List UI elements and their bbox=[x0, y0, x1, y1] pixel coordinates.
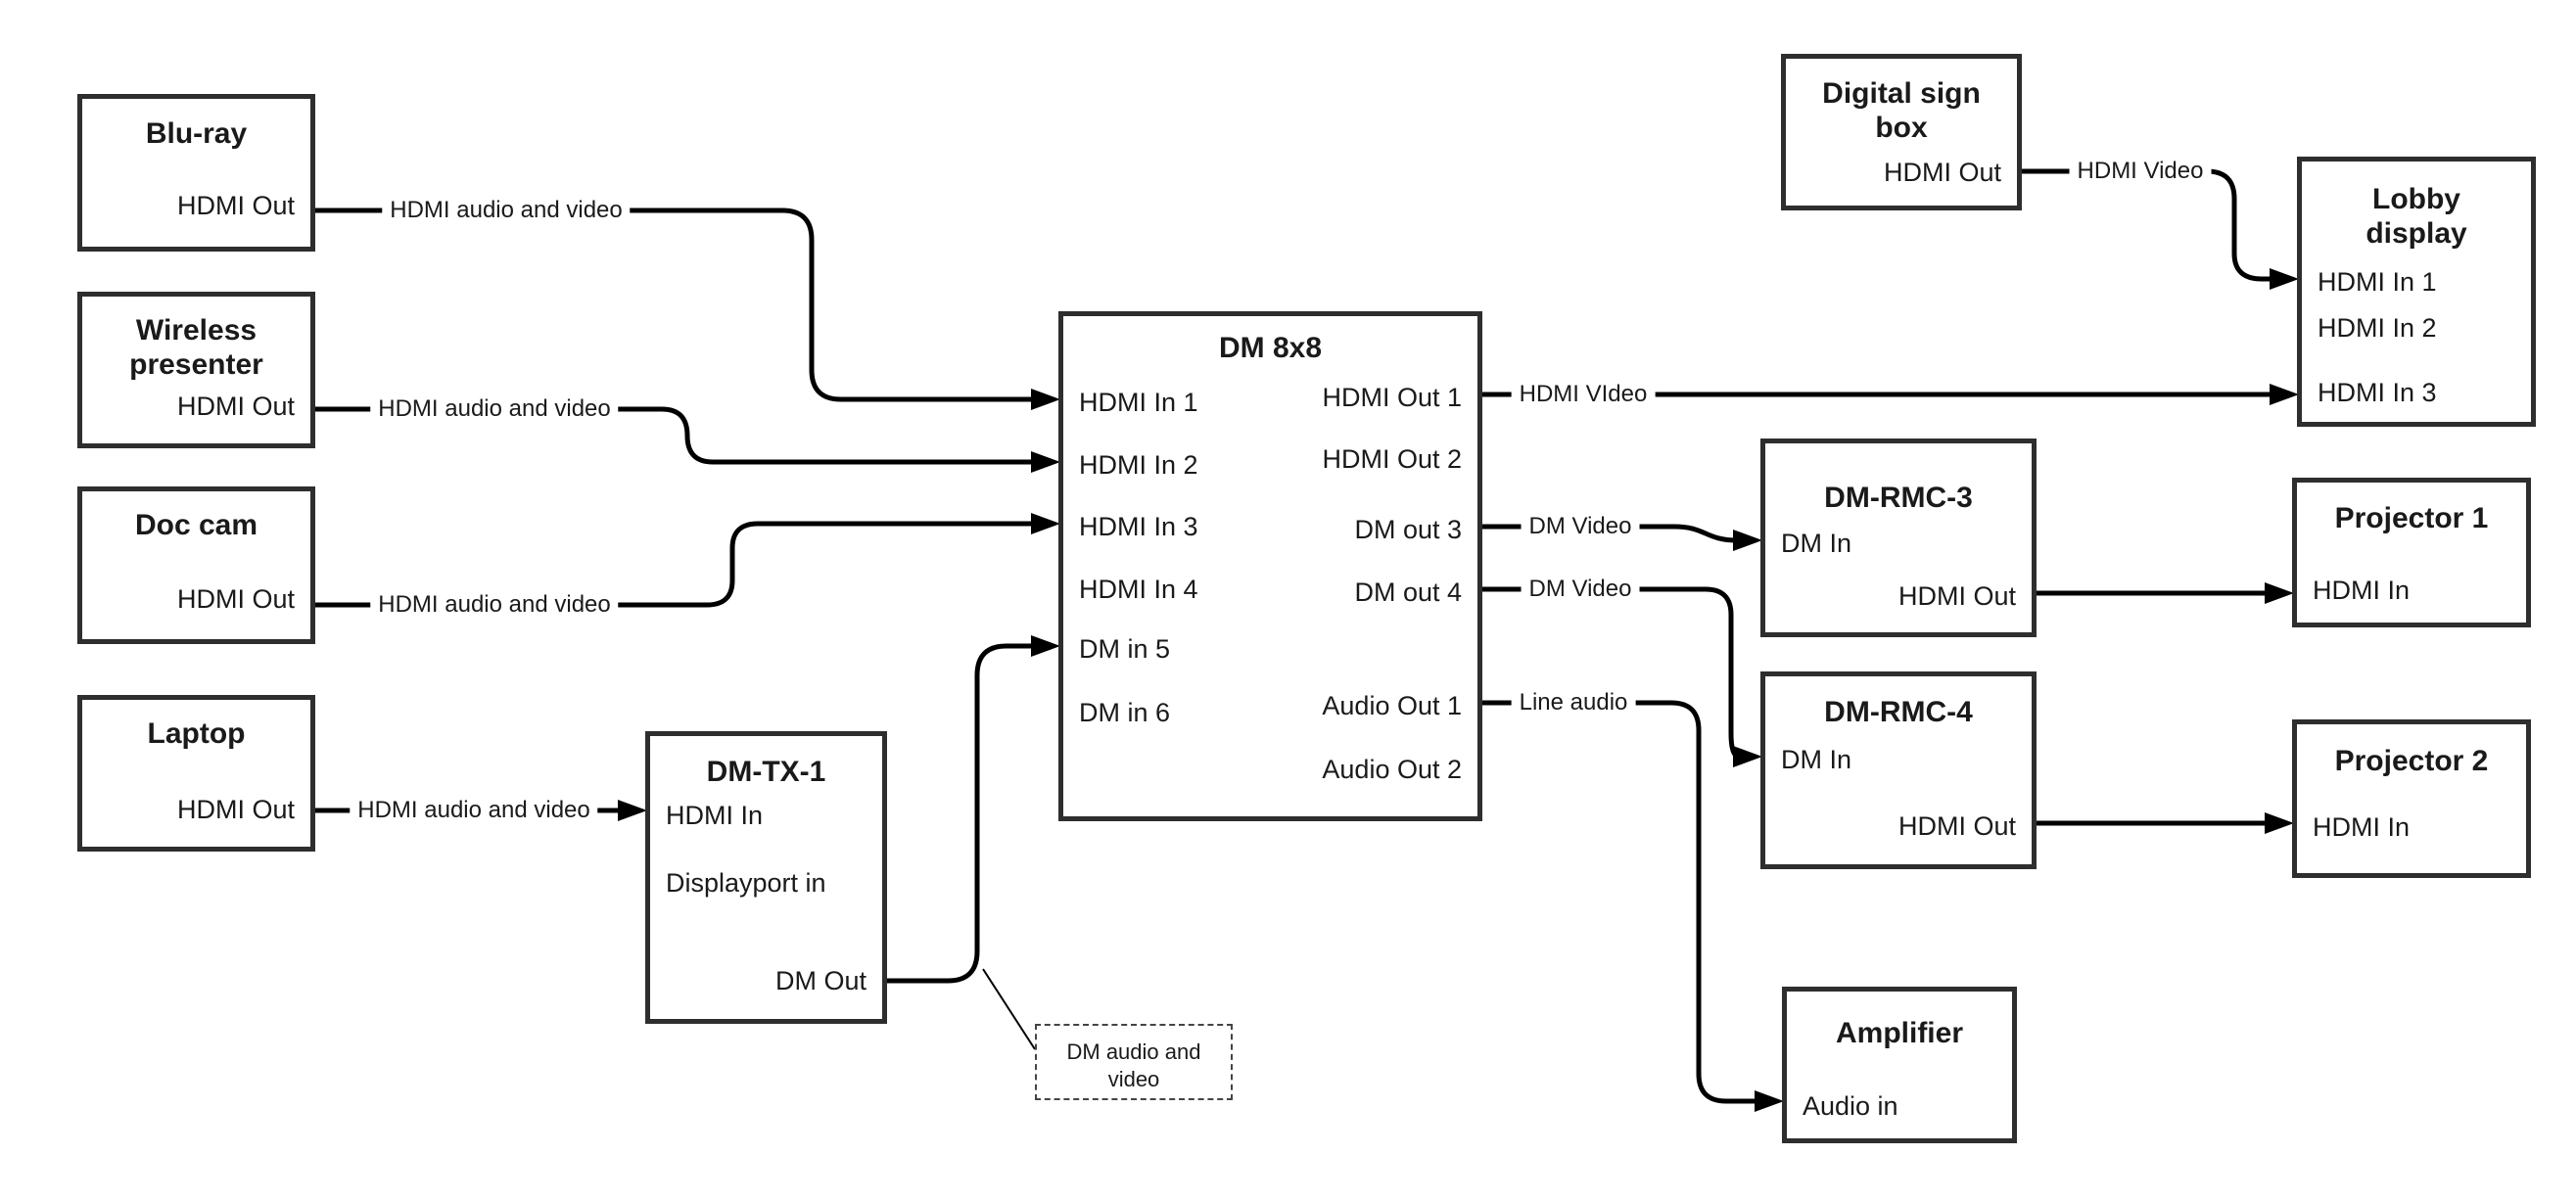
port-rmc3-hdmi-out: HDMI Out bbox=[1897, 581, 2016, 611]
box-lobby-title-line1: Lobby bbox=[2372, 183, 2460, 215]
wire-label-dm-out4: DM Video bbox=[1521, 575, 1640, 604]
arrowhead-proj1-hdmi-in bbox=[2265, 582, 2294, 604]
box-dm8x8-title: DM 8x8 bbox=[1218, 332, 1323, 364]
arrowhead-lobby-in1 bbox=[2270, 268, 2299, 290]
wire-doccam-to-dm8x8-in3 bbox=[315, 521, 1035, 608]
box-digital-sign-title-line2: box bbox=[1875, 112, 1928, 144]
port-dm8x8-audio-out-2: Audio Out 2 bbox=[1322, 755, 1462, 784]
arrowhead-dm8x8-in3 bbox=[1031, 513, 1060, 534]
port-bluray-hdmi-out: HDMI Out bbox=[176, 191, 295, 220]
box-amplifier: Amplifier Audio in bbox=[1782, 987, 2017, 1143]
box-proj1-title: Projector 1 bbox=[2334, 502, 2489, 534]
box-amplifier-title: Amplifier bbox=[1835, 1017, 1964, 1049]
wire-label-wireless: HDMI audio and video bbox=[370, 394, 619, 424]
port-dm8x8-dm-in-6: DM in 6 bbox=[1079, 698, 1171, 727]
box-doccam: Doc cam HDMI Out bbox=[77, 486, 315, 644]
arrowhead-dm8x8-in2 bbox=[1031, 451, 1060, 473]
port-digital-sign-hdmi-out: HDMI Out bbox=[1883, 158, 2001, 187]
arrowhead-amplifier-audio-in bbox=[1755, 1090, 1784, 1112]
box-bluray-title: Blu-ray bbox=[145, 117, 248, 150]
annotation-line1: DM audio and bbox=[1066, 1039, 1201, 1064]
box-wireless-presenter: Wireless presenter HDMI Out bbox=[77, 292, 315, 448]
port-dm8x8-hdmi-in-4: HDMI In 4 bbox=[1079, 575, 1198, 604]
box-proj2: Projector 2 HDMI In bbox=[2292, 719, 2531, 878]
port-dm8x8-hdmi-in-3: HDMI In 3 bbox=[1079, 512, 1198, 541]
port-dm8x8-hdmi-out-1: HDMI Out 1 bbox=[1322, 383, 1462, 412]
wire-digitalsign-to-lobby-in1 bbox=[2022, 168, 2273, 282]
box-digital-sign-title-line1: Digital sign bbox=[1822, 77, 1981, 110]
port-proj1-hdmi-in: HDMI In bbox=[2313, 576, 2411, 605]
port-lobby-hdmi-in-3: HDMI In 3 bbox=[2318, 378, 2437, 407]
port-amplifier-audio-in: Audio in bbox=[1803, 1091, 1898, 1121]
annotation-callout-line bbox=[982, 968, 1036, 1050]
annotation-dm-audio-video: DM audio and video bbox=[1035, 1024, 1233, 1100]
port-laptop-hdmi-out: HDMI Out bbox=[176, 795, 295, 824]
wire-wireless-to-dm8x8-in2 bbox=[315, 406, 1035, 465]
box-dmtx1: DM-TX-1 HDMI In Displayport in DM Out bbox=[645, 731, 887, 1024]
box-lobby-title-line2: display bbox=[2365, 217, 2467, 250]
box-bluray: Blu-ray HDMI Out bbox=[77, 94, 315, 252]
port-dmtx1-hdmi-in: HDMI In bbox=[666, 801, 764, 830]
port-dm8x8-dm-out-4: DM out 4 bbox=[1354, 577, 1462, 607]
port-dm8x8-hdmi-in-1: HDMI In 1 bbox=[1079, 388, 1198, 417]
wire-bluray-to-dm8x8-in1 bbox=[315, 208, 1035, 402]
port-proj2-hdmi-in: HDMI In bbox=[2313, 812, 2411, 842]
arrowhead-rmc4-dm-in bbox=[1733, 746, 1762, 767]
box-proj2-title: Projector 2 bbox=[2334, 745, 2489, 777]
wire-dm8x8-audio1-to-amplifier bbox=[1482, 700, 1758, 1104]
wire-label-digital-sign: HDMI Video bbox=[2069, 157, 2212, 186]
port-dm8x8-hdmi-out-2: HDMI Out 2 bbox=[1322, 444, 1462, 474]
wire-label-bluray: HDMI audio and video bbox=[382, 196, 631, 225]
arrowhead-lobby-in3 bbox=[2270, 384, 2299, 405]
box-doccam-title: Doc cam bbox=[134, 509, 258, 541]
box-rmc4: DM-RMC-4 DM In HDMI Out bbox=[1760, 671, 2037, 869]
arrowhead-proj2-hdmi-in bbox=[2265, 812, 2294, 834]
port-dmtx1-displayport-in: Displayport in bbox=[666, 868, 826, 898]
wire-label-dm-out3: DM Video bbox=[1521, 512, 1640, 541]
arrowheads bbox=[618, 268, 2299, 1112]
arrowhead-dm8x8-in5 bbox=[1031, 635, 1060, 657]
arrowhead-rmc3-dm-in bbox=[1733, 530, 1762, 551]
port-dm8x8-dm-out-3: DM out 3 bbox=[1354, 515, 1462, 544]
port-lobby-hdmi-in-1: HDMI In 1 bbox=[2318, 267, 2437, 297]
port-dm8x8-hdmi-in-2: HDMI In 2 bbox=[1079, 450, 1198, 480]
box-dm8x8: DM 8x8 HDMI In 1 HDMI In 2 HDMI In 3 HDM… bbox=[1058, 311, 1482, 821]
port-dm8x8-audio-out-1: Audio Out 1 bbox=[1322, 691, 1462, 720]
box-laptop-title: Laptop bbox=[147, 717, 246, 750]
wire-dmtx1-to-dm8x8-in5 bbox=[887, 643, 1035, 984]
port-wireless-hdmi-out: HDMI Out bbox=[176, 392, 295, 421]
wire-dm8x8-out3-to-rmc3 bbox=[1482, 524, 1738, 543]
box-wireless-title-line2: presenter bbox=[129, 348, 263, 381]
port-doccam-hdmi-out: HDMI Out bbox=[176, 584, 295, 614]
box-rmc3-title: DM-RMC-3 bbox=[1824, 482, 1973, 514]
box-dmtx1-title: DM-TX-1 bbox=[706, 756, 826, 788]
wire-label-doccam: HDMI audio and video bbox=[370, 590, 619, 620]
port-dm8x8-dm-in-5: DM in 5 bbox=[1079, 634, 1171, 664]
wire-label-laptop: HDMI audio and video bbox=[350, 796, 598, 825]
annotation-line2: video bbox=[1107, 1067, 1160, 1091]
box-rmc4-title: DM-RMC-4 bbox=[1824, 696, 1973, 728]
port-rmc4-hdmi-out: HDMI Out bbox=[1897, 811, 2016, 841]
port-lobby-hdmi-in-2: HDMI In 2 bbox=[2318, 313, 2437, 343]
arrowhead-dm8x8-in1 bbox=[1031, 389, 1060, 410]
wire-label-audio-out1: Line audio bbox=[1511, 688, 1636, 717]
port-rmc3-dm-in: DM In bbox=[1781, 529, 1852, 558]
box-proj1: Projector 1 HDMI In bbox=[2292, 478, 2531, 627]
box-wireless-title-line1: Wireless bbox=[135, 314, 258, 346]
box-lobby-display: Lobby display HDMI In 1 HDMI In 2 HDMI I… bbox=[2297, 157, 2536, 427]
wire-label-hdmi-out1: HDMI VIdeo bbox=[1511, 380, 1656, 409]
box-digital-sign: Digital sign box HDMI Out bbox=[1781, 54, 2022, 210]
box-rmc3: DM-RMC-3 DM In HDMI Out bbox=[1760, 439, 2037, 637]
port-rmc4-dm-in: DM In bbox=[1781, 745, 1852, 774]
arrowhead-dmtx1-hdmi-in bbox=[618, 800, 647, 821]
port-dmtx1-dm-out: DM Out bbox=[774, 966, 866, 995]
box-laptop: Laptop HDMI Out bbox=[77, 695, 315, 852]
